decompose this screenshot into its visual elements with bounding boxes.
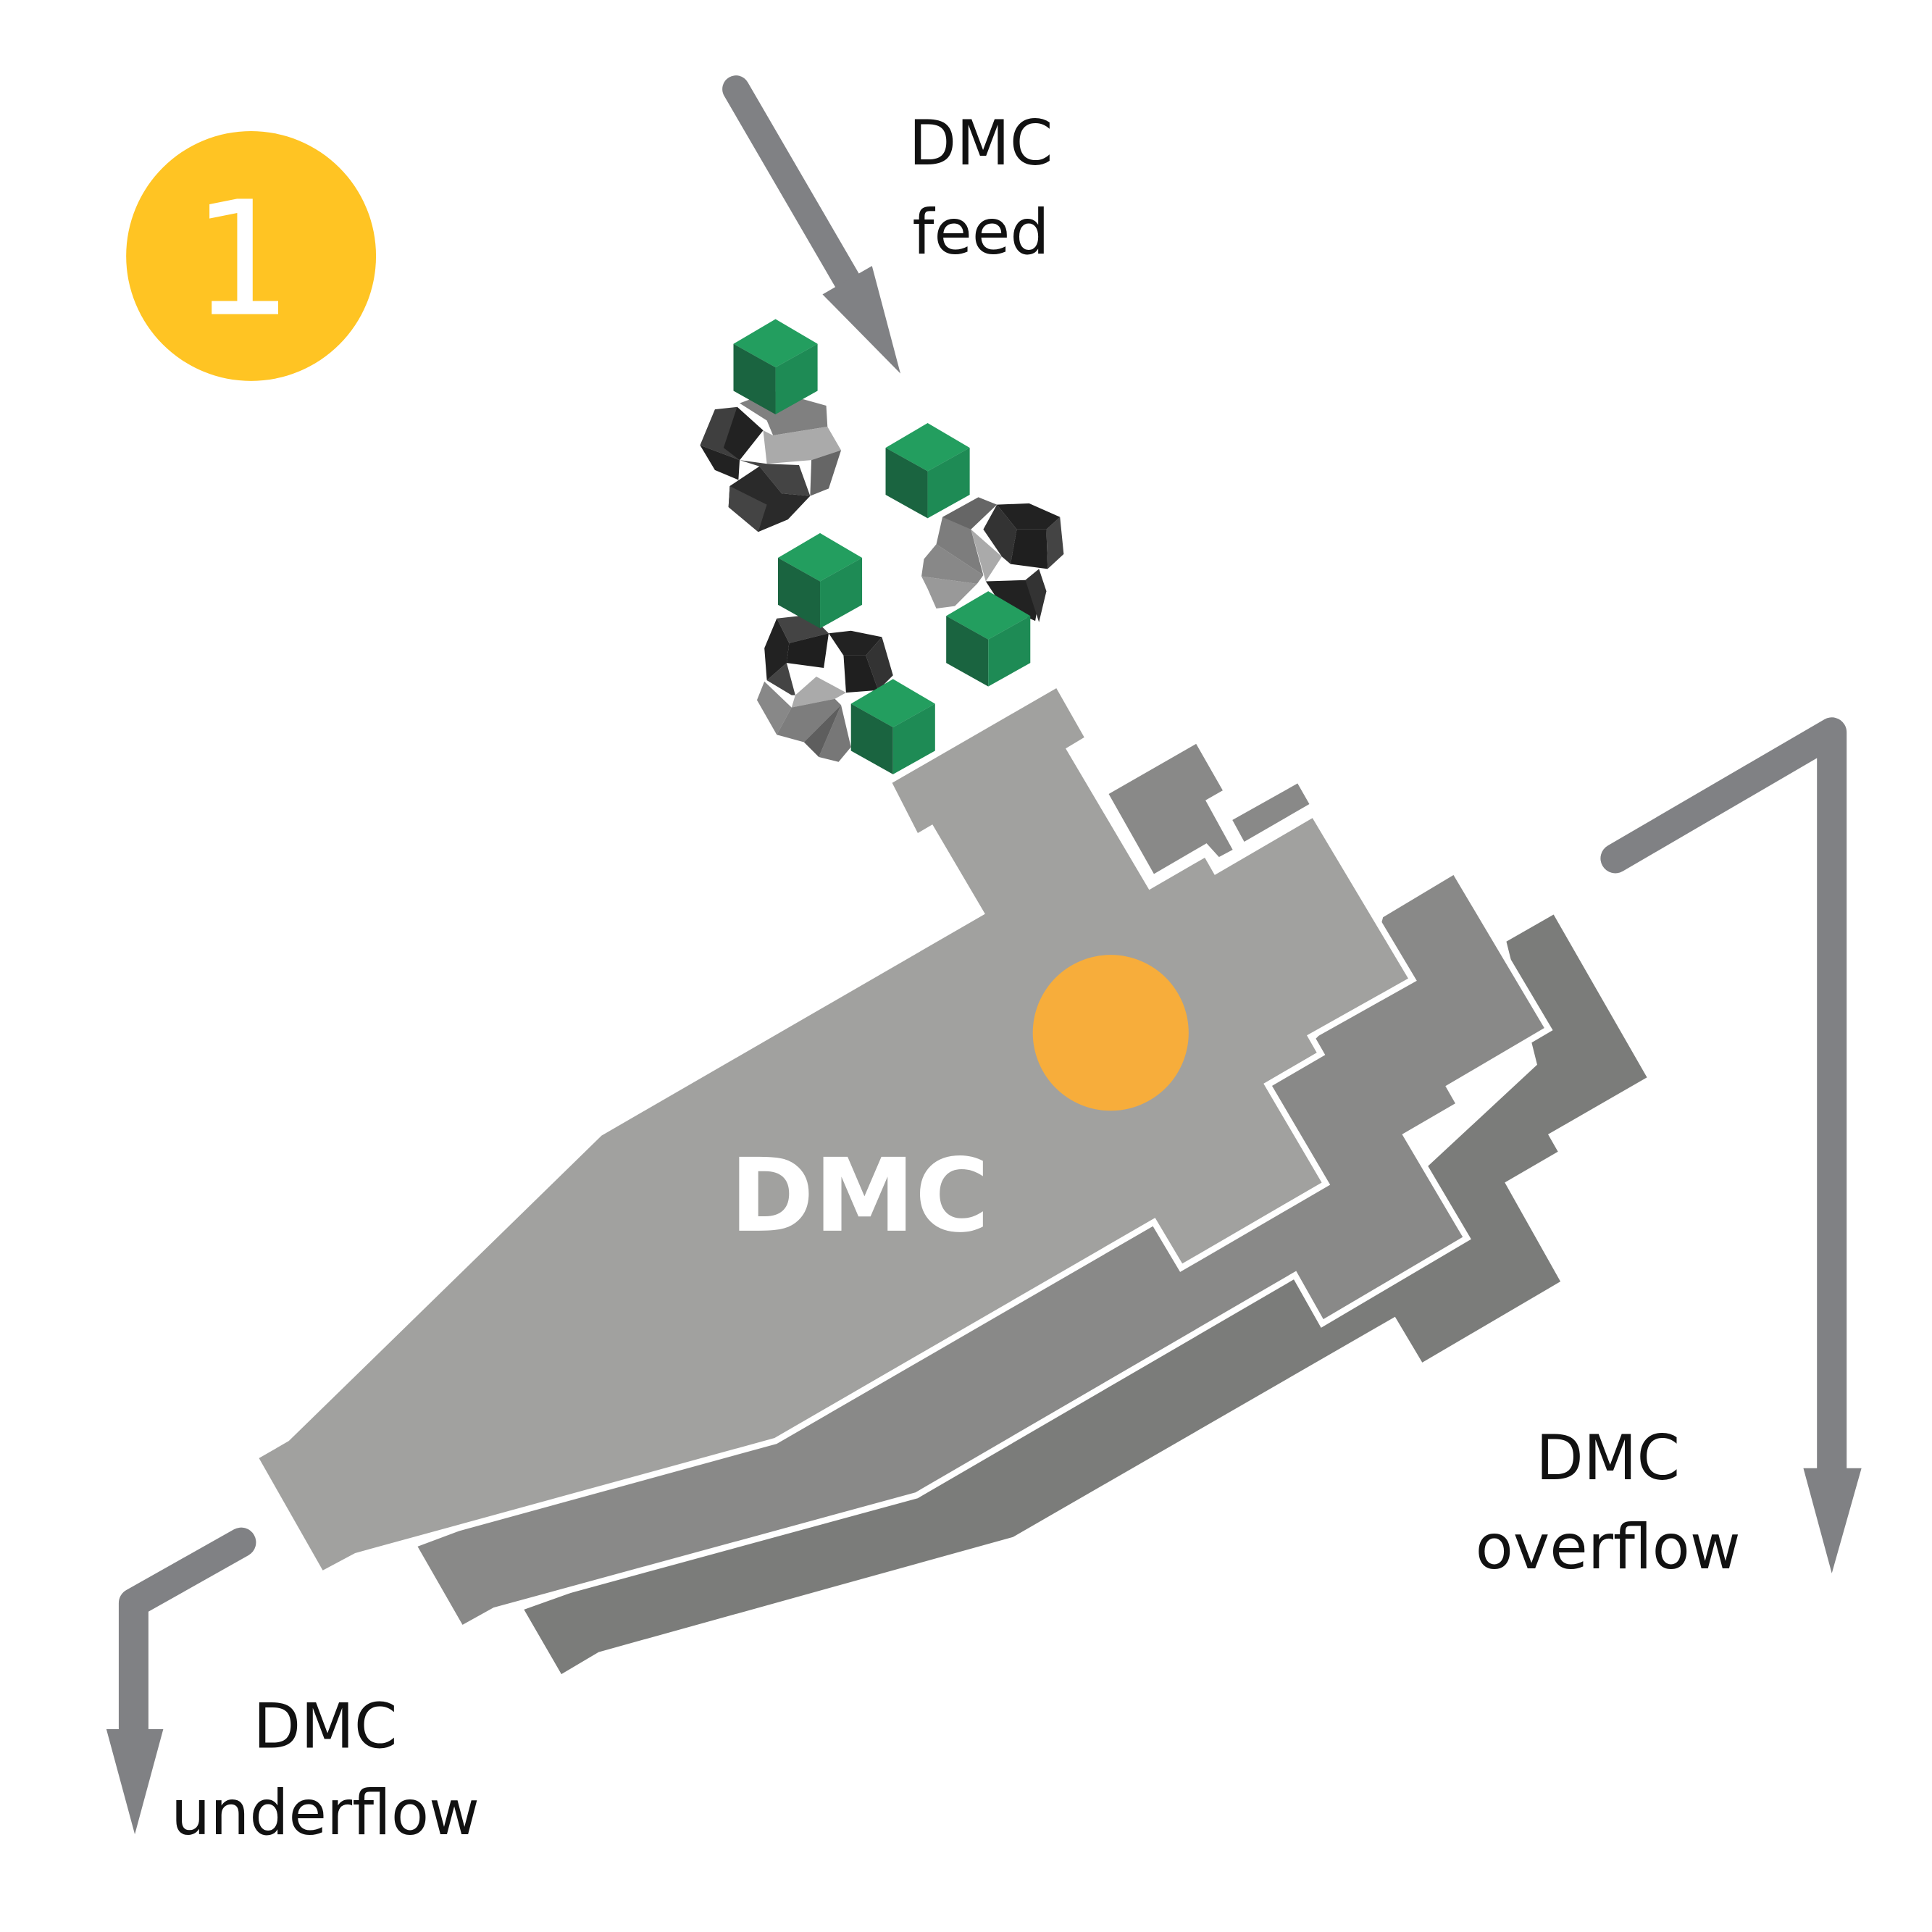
overflow-arrow-icon <box>1600 717 1862 1573</box>
cyclone-vent-piece <box>1224 774 1318 850</box>
green-cube-icon <box>885 422 970 519</box>
underflow-arrow-icon <box>106 1527 256 1835</box>
step-number: 1 <box>192 167 293 352</box>
overflow-label-line2: overflow <box>1476 1512 1741 1584</box>
feed-label-line2: feed <box>912 197 1049 269</box>
rock-cluster <box>700 390 842 532</box>
green-cube-icon <box>777 532 863 629</box>
overflow-label-line1: DMC <box>1536 1423 1680 1494</box>
feed-arrow-icon <box>722 75 901 374</box>
cyclone-inner-layer <box>250 679 1417 1579</box>
body-label: DMC <box>730 1137 990 1255</box>
step-badge: 1 <box>126 130 377 381</box>
underflow-label-line2: underflow <box>171 1778 480 1849</box>
dmc-cyclone-body <box>250 679 1656 1683</box>
rock-cluster <box>921 497 1064 622</box>
cyclone-vent-piece <box>1100 735 1242 883</box>
feed-label-line1: DMC <box>908 108 1053 180</box>
rock-cluster <box>756 614 893 762</box>
underflow-label-line1: DMC <box>254 1691 398 1763</box>
inlet-marker <box>1032 955 1189 1111</box>
